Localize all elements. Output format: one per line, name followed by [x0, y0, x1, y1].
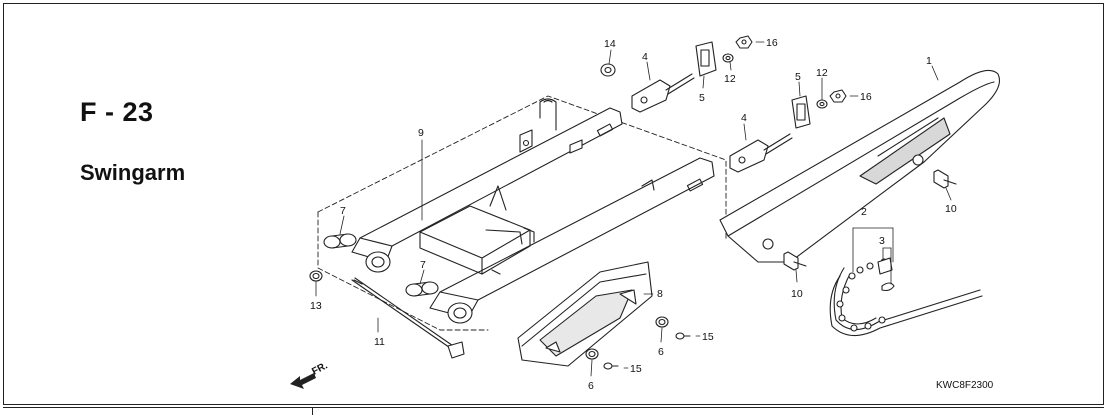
pivot-bushing-upper	[323, 233, 357, 249]
collar-lower	[585, 348, 599, 360]
chain-case	[719, 69, 1001, 263]
callout-14: 14	[604, 38, 616, 50]
collar-upper	[655, 316, 669, 328]
callout-9: 9	[418, 127, 424, 139]
section-code: F - 23	[80, 97, 154, 127]
swingarm	[351, 98, 715, 324]
plate-washer-rear	[722, 53, 734, 63]
callout-15-upper: 15	[702, 331, 714, 343]
front-direction-arrow: FR.	[290, 360, 330, 389]
callout-7-lower: 7	[420, 259, 426, 271]
nut-rear	[735, 35, 753, 49]
callout-4-rear: 4	[642, 51, 648, 63]
screw-lower	[603, 362, 619, 370]
washer	[600, 63, 616, 77]
callout-16-rear: 16	[766, 37, 778, 49]
chain-adjuster-rear	[631, 73, 695, 113]
drawing-code: KWC8F2300	[936, 380, 994, 391]
callout-5-front: 5	[795, 71, 801, 83]
callout-13: 13	[310, 300, 322, 312]
callout-6-lower: 6	[588, 380, 594, 392]
adjuster-plate-front	[791, 95, 811, 129]
leader-lines	[315, 41, 952, 377]
case-bolt-right	[933, 169, 957, 189]
callout-16-front: 16	[860, 91, 872, 103]
callout-labels: 1 2 3 4 4 5 5 6 6 7 7 8 9 10 10 11 12 12…	[310, 37, 957, 392]
callout-15-lower: 15	[630, 363, 642, 375]
chain-adjuster-front	[729, 133, 793, 173]
callout-12-front: 12	[816, 67, 828, 79]
callout-6-upper: 6	[658, 346, 664, 358]
master-link	[877, 257, 895, 292]
chain-slider	[517, 261, 653, 367]
front-direction-label: FR.	[310, 360, 330, 377]
adjuster-plate-rear	[695, 41, 717, 77]
callout-10-right: 10	[945, 203, 957, 215]
bottom-rule	[3, 407, 1104, 408]
callout-12-rear: 12	[724, 73, 736, 85]
pivot-bolt	[351, 277, 465, 359]
nut-front	[829, 89, 847, 103]
callout-10-left: 10	[791, 288, 803, 300]
pivot-nut	[309, 270, 323, 282]
callout-7-upper: 7	[340, 205, 346, 217]
callout-1: 1	[926, 55, 932, 67]
bottom-divider-tick	[312, 407, 313, 415]
callout-2: 2	[861, 206, 867, 218]
page-border	[3, 3, 1104, 405]
section-title: Swingarm	[80, 160, 186, 185]
callout-11: 11	[374, 336, 385, 348]
callout-8: 8	[657, 288, 663, 300]
callout-5-rear: 5	[699, 92, 705, 104]
callout-3: 3	[879, 235, 885, 247]
callout-4-front: 4	[741, 112, 747, 124]
screw-upper	[675, 332, 691, 340]
drive-chain	[829, 258, 983, 337]
pivot-bushing-lower	[405, 281, 439, 297]
plate-washer-front	[816, 99, 828, 109]
case-bolt-left	[783, 251, 807, 271]
